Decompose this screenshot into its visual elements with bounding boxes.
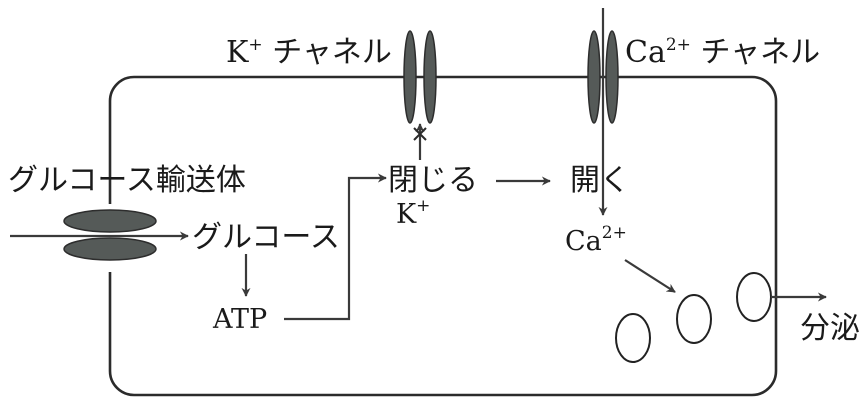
k-channel-label: K+ チャネル [226,35,392,70]
glucose-label: グルコース [192,220,340,255]
k-channel [403,30,437,124]
vesicle-1 [615,313,651,363]
k-ion-label: K+ [396,196,430,230]
ca-channel-label: Ca2+ チャネル [625,35,820,70]
ca-channel [587,30,619,124]
atp-label: ATP [212,304,267,335]
transporter-label: グルコース輸送体 [8,163,246,198]
vesicle-2 [676,294,712,344]
ca-ion-label: Ca2+ [565,223,627,257]
ca-to-vesicle-arrow [624,259,676,293]
close-label: 閉じる [388,163,478,198]
open-label: 開く [570,163,630,198]
vesicle-3 [736,272,772,322]
glucose-transporter [63,209,157,261]
x-mark-icon [413,127,427,141]
atp-to-close-arrow [284,173,387,321]
secretion-label: 分泌 [800,311,860,346]
